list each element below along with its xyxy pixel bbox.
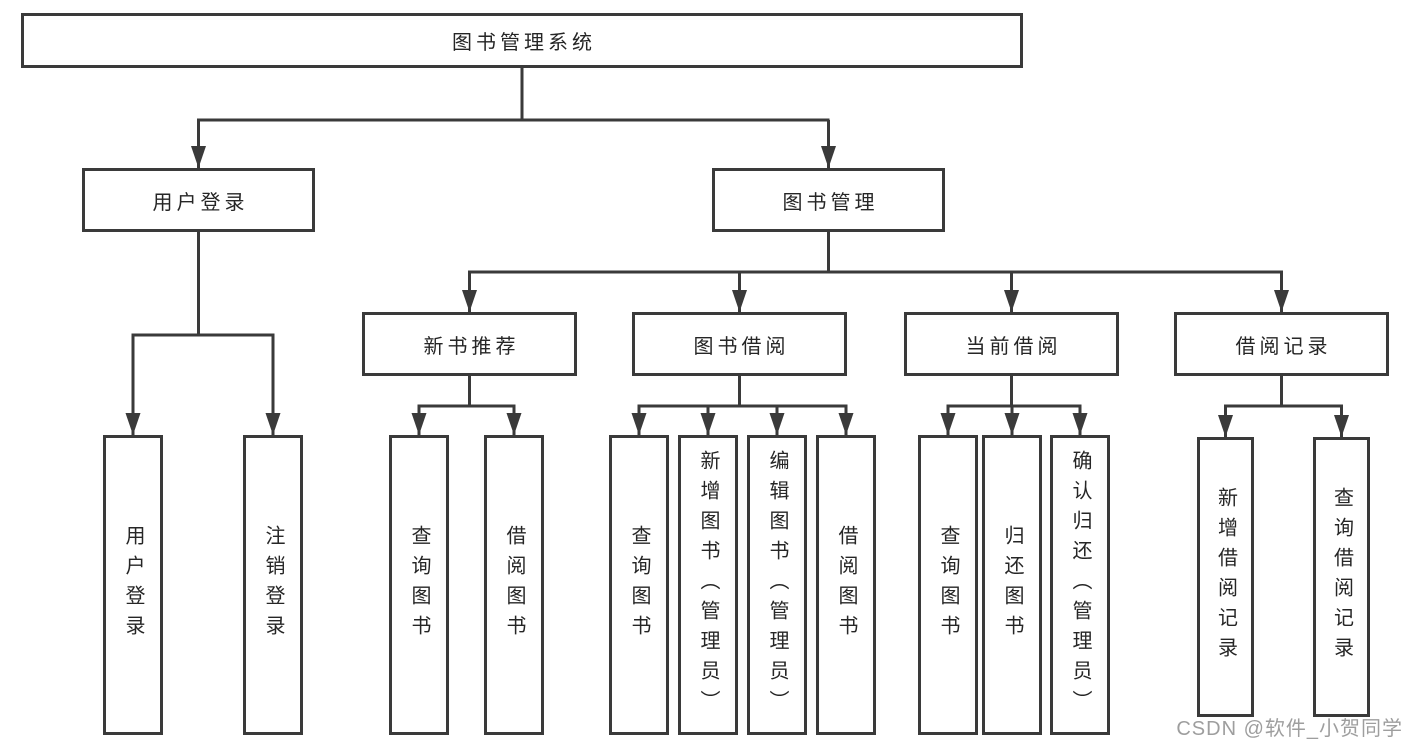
leaf-add-books-admin: 新增图书（管理员）	[678, 435, 738, 735]
node-label: 图书借阅	[693, 335, 790, 358]
node-label: 当前借阅	[965, 335, 1062, 358]
leaf-borrow-books-1: 借阅图书	[484, 435, 544, 735]
leaf-borrow-books-2: 借阅图书	[816, 435, 876, 735]
node-borrow-records: 借阅记录	[1174, 312, 1389, 376]
node-label: 图书管理系统	[452, 32, 596, 54]
leaf-return-books: 归还图书	[982, 435, 1042, 735]
node-label: 图书管理	[782, 191, 879, 214]
node-label: 新书推荐	[423, 335, 520, 358]
leaf-query-borrow-record: 查询借阅记录	[1313, 437, 1370, 717]
leaf-query-books-2: 查询图书	[609, 435, 669, 735]
node-label: 查询图书	[408, 525, 430, 645]
leaf-add-borrow-record: 新增借阅记录	[1197, 437, 1254, 717]
node-user-login: 用户登录	[82, 168, 315, 232]
node-label: 注销登录	[262, 525, 284, 645]
node-current-borrow: 当前借阅	[904, 312, 1119, 376]
node-label: 编辑图书（管理员）	[766, 450, 788, 720]
node-new-book-recommend: 新书推荐	[362, 312, 577, 376]
node-label: 借阅图书	[835, 525, 857, 645]
leaf-edit-books-admin: 编辑图书（管理员）	[747, 435, 807, 735]
leaf-query-books-1: 查询图书	[389, 435, 449, 735]
node-label: 查询图书	[628, 525, 650, 645]
node-label: 借阅图书	[503, 525, 525, 645]
leaf-user-login: 用户登录	[103, 435, 163, 735]
leaf-confirm-return-admin: 确认归还（管理员）	[1050, 435, 1110, 735]
csdn-watermark: CSDN @软件_小贺同学	[1176, 718, 1403, 740]
node-label: 新增借阅记录	[1214, 487, 1237, 667]
node-label: 确认归还（管理员）	[1069, 450, 1091, 720]
node-library-system: 图书管理系统	[21, 13, 1023, 68]
node-label: 新增图书（管理员）	[697, 450, 719, 720]
node-book-management: 图书管理	[712, 168, 945, 232]
node-label: 归还图书	[1001, 525, 1023, 645]
node-label: 查询借阅记录	[1330, 487, 1353, 667]
node-label: 查询图书	[937, 525, 959, 645]
leaf-logout: 注销登录	[243, 435, 303, 735]
node-label: 用户登录	[152, 191, 249, 214]
node-label: 用户登录	[122, 525, 144, 645]
leaf-query-books-3: 查询图书	[918, 435, 978, 735]
node-label: 借阅记录	[1235, 335, 1332, 358]
node-book-borrow: 图书借阅	[632, 312, 847, 376]
